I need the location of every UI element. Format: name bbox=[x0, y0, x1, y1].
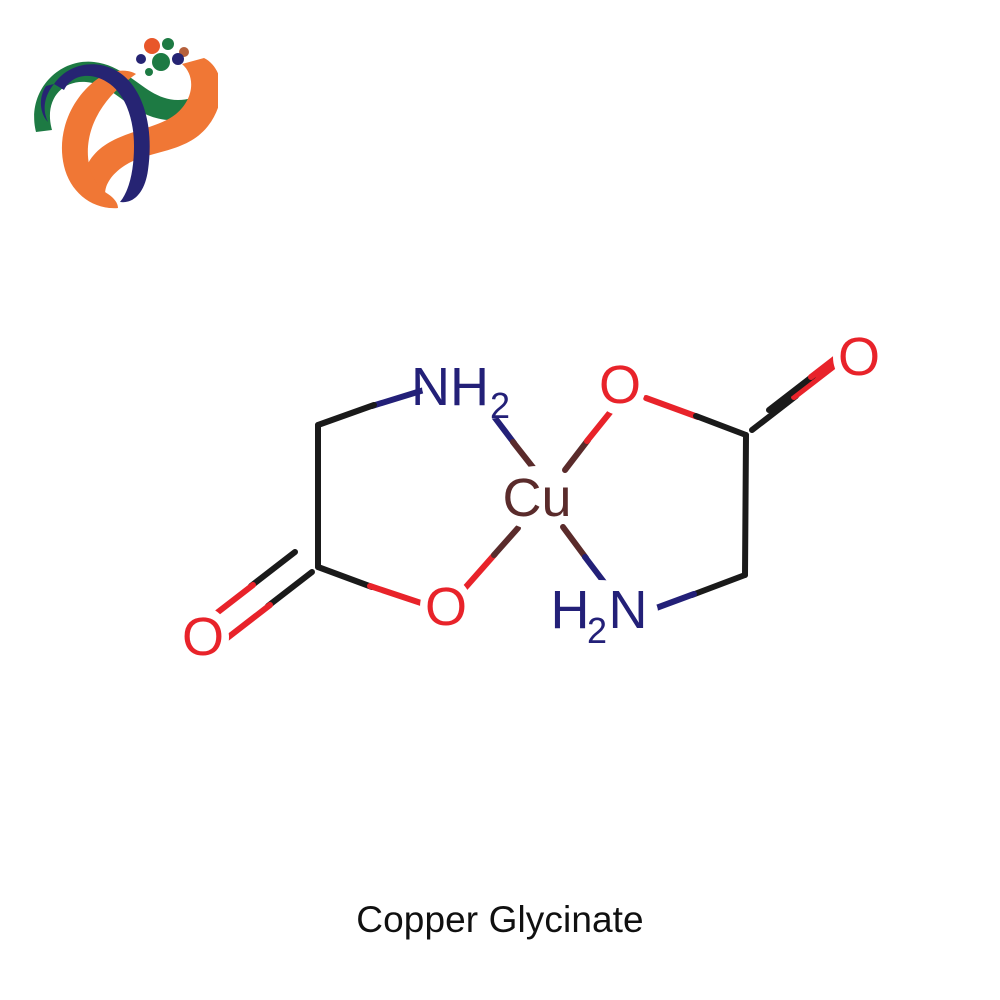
svg-text:N: N bbox=[609, 580, 648, 640]
bond-c3-o3-a-red bbox=[791, 360, 841, 400]
bond-c3-o3-b-black bbox=[766, 373, 816, 413]
bond-c4-n2-blue bbox=[637, 591, 697, 617]
bond-cu-n2-brown bbox=[560, 524, 589, 561]
logo-dot-green-small bbox=[162, 38, 174, 50]
logo-dots bbox=[136, 38, 189, 76]
logo-orange-ribbon bbox=[61, 58, 218, 209]
atom-label-o-top-right: O bbox=[838, 327, 880, 387]
compound-caption: Copper Glycinate bbox=[356, 899, 644, 940]
bond-o2-cu-brown bbox=[491, 525, 521, 558]
svg-text:NH: NH bbox=[411, 357, 489, 417]
bond-o1-c3-black bbox=[693, 413, 749, 438]
bond-c2-o4-a-red bbox=[223, 602, 273, 642]
svg-text:2: 2 bbox=[587, 610, 607, 651]
bond-cu-o1-brown bbox=[562, 437, 591, 473]
svg-text:2: 2 bbox=[490, 385, 510, 426]
bond-cu-o1-red bbox=[584, 407, 615, 444]
bond-n1-c1-blue bbox=[369, 387, 427, 409]
bond-c2-o4-b-red bbox=[206, 582, 256, 622]
logo-dot-navy bbox=[172, 53, 184, 65]
bond-c2-o2-black bbox=[315, 564, 375, 590]
svg-text:H: H bbox=[551, 580, 590, 640]
logo-dot-green-tiny bbox=[145, 68, 153, 76]
atom-label-o-bottom: O bbox=[425, 577, 467, 637]
atom-label-o-bottom-left: O bbox=[182, 607, 224, 667]
atom-label-nh2-top: NH 2 bbox=[411, 357, 510, 426]
logo-dot-green-large bbox=[152, 53, 170, 71]
atom-label-o-top: O bbox=[599, 355, 641, 415]
bond-c3-o3-a-black bbox=[749, 393, 799, 433]
bond-n1-cu-blue bbox=[486, 407, 517, 446]
logo-dot-orange-large bbox=[144, 38, 160, 54]
bond-c4-n2-black bbox=[689, 572, 748, 598]
bond-cu-n2-blue bbox=[582, 554, 613, 593]
bond-c2-o2-red bbox=[367, 583, 427, 607]
atom-label-h2n-bottom: H 2 N bbox=[551, 580, 648, 651]
atom-label-masks bbox=[177, 327, 885, 667]
bond-o1-c3-red bbox=[643, 395, 701, 420]
logo-navy-ribbon bbox=[40, 64, 150, 203]
bond-o2-cu-red bbox=[462, 551, 498, 591]
logo-dot-navy-small bbox=[136, 54, 146, 64]
bond-n1-cu-brown bbox=[510, 439, 538, 473]
bond-n1-c1-black bbox=[315, 402, 377, 428]
bond-c2-o4-a-black bbox=[265, 569, 315, 609]
bond-c3-o3-b-red bbox=[808, 340, 858, 380]
bond-c3-c4 bbox=[742, 432, 749, 578]
bond-c2-o4-b-black bbox=[248, 549, 298, 589]
company-logo bbox=[18, 14, 218, 214]
atom-label-cu: Cu bbox=[502, 468, 571, 528]
